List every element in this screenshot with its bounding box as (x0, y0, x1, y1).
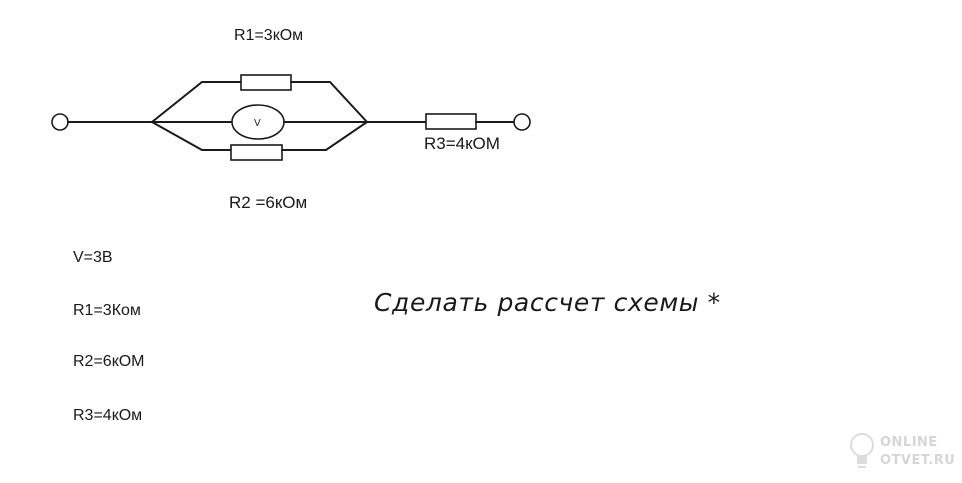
upper-branch-wire-right (290, 81, 368, 123)
watermark: ONLINE OTVET.RU (850, 433, 955, 468)
r3-resistor (425, 113, 477, 130)
r1-label: R1=3кОм (234, 27, 303, 44)
r2-resistor (230, 144, 283, 161)
given-r2: R2=6кОМ (73, 353, 144, 370)
upper-branch-wire-left (151, 81, 242, 123)
voltmeter-symbol: V (254, 118, 261, 129)
right-terminal (513, 113, 531, 131)
given-r1: R1=3Ком (73, 302, 141, 319)
given-values: V=3В R1=3Ком R2=6кОМ R3=4кОм (73, 249, 144, 424)
r1-resistor (240, 74, 292, 91)
given-voltage: V=3В (73, 249, 113, 266)
r2-label: R2 =6кОм (229, 193, 307, 212)
task-text: Сделать рассчет схемы * (374, 288, 721, 317)
left-terminal (51, 113, 69, 131)
lower-branch-wire-left (151, 121, 232, 151)
lightbulb-icon (850, 433, 874, 468)
watermark-line2: OTVET.RU (880, 453, 955, 468)
given-r3: R3=4кОм (73, 407, 142, 424)
lower-branch-wire-right (281, 121, 368, 151)
watermark-line1: ONLINE (880, 435, 938, 450)
circuit-diagram: V R1=3кОм R2 =6кОм R3=4кОМ (51, 27, 531, 212)
r3-label: R3=4кОМ (424, 134, 500, 153)
